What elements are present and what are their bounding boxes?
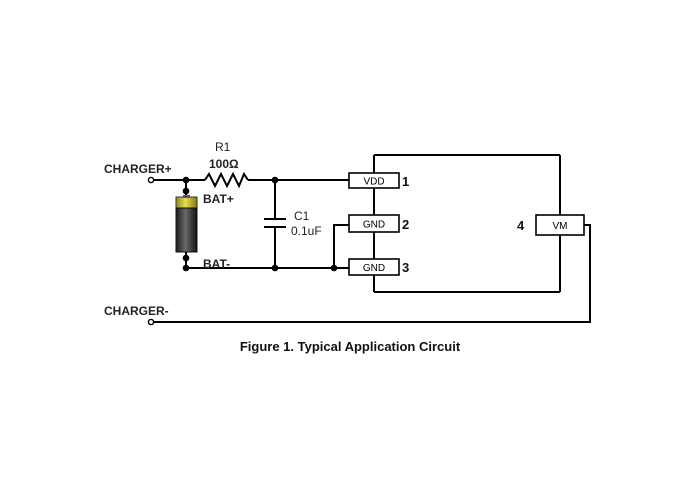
junction-dots <box>182 176 338 272</box>
charger-minus-terminal <box>147 318 155 326</box>
resistor-r1 <box>204 171 249 189</box>
pin-number-3: 3 <box>402 260 409 275</box>
pin-vm-label: VM <box>553 221 568 232</box>
charger-minus-wire <box>154 224 591 323</box>
figure-caption: Figure 1. Typical Application Circuit <box>240 339 461 354</box>
charger-plus-label: CHARGER+ <box>104 162 172 176</box>
pin-number-1: 1 <box>402 174 409 189</box>
c1-name-label: C1 <box>294 209 310 223</box>
bat-plus-label: BAT+ <box>203 192 234 206</box>
bat-minus-label: BAT- <box>203 257 230 271</box>
r1-value-label: 100Ω <box>209 157 239 171</box>
pin-vdd-label: VDD <box>363 177 384 188</box>
pin-number-2: 2 <box>402 217 409 232</box>
pin-gnd-2: GND <box>348 214 400 233</box>
ic-outline <box>373 154 561 293</box>
top-wire <box>154 171 349 189</box>
pin-gnd-3: GND <box>348 258 400 276</box>
gnd-tie-wire <box>333 224 349 268</box>
capacitor-c1 <box>264 180 286 268</box>
battery-icon <box>175 195 198 253</box>
charger-plus-terminal <box>147 176 155 184</box>
c1-value-label: 0.1uF <box>291 224 322 238</box>
pin-gnd-2-label: GND <box>363 220 385 231</box>
r1-name-label: R1 <box>215 140 231 154</box>
pin-vm: VM <box>535 214 585 236</box>
pin-gnd-3-label: GND <box>363 263 385 274</box>
pin-vdd: VDD <box>348 172 400 189</box>
pin-number-4: 4 <box>517 218 525 233</box>
charger-minus-label: CHARGER- <box>104 304 169 318</box>
